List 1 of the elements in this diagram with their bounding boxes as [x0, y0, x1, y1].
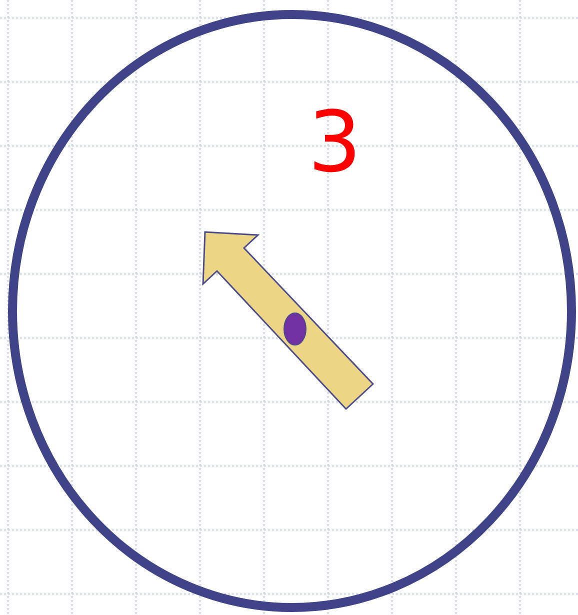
- step-number: 3: [308, 100, 362, 184]
